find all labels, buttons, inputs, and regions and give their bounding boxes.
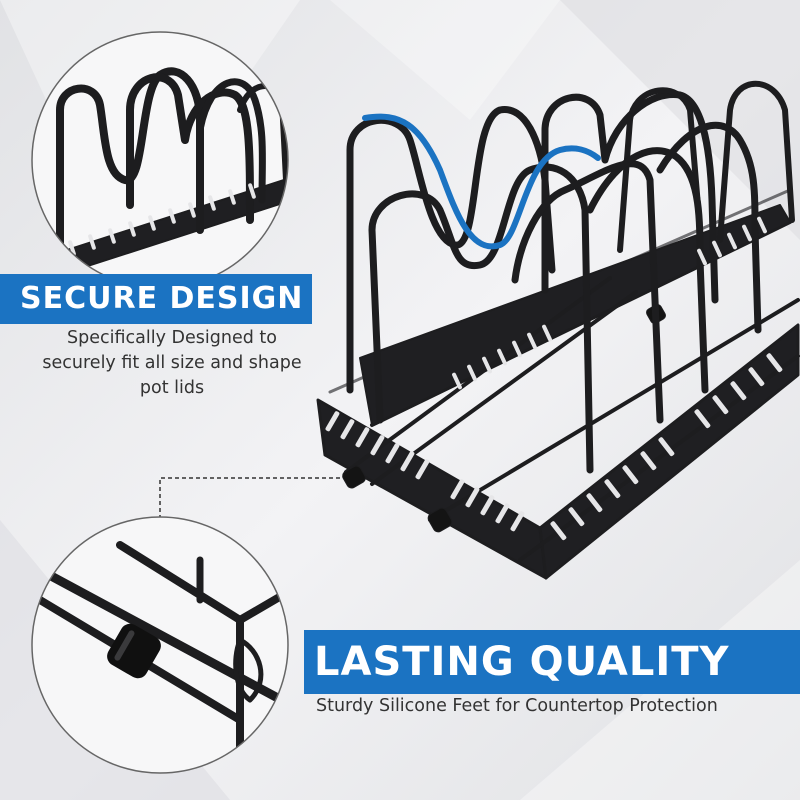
silicone-foot [107,623,161,679]
highlight-wave [362,113,601,250]
zoom-circle-bottom [31,516,289,774]
lasting-banner [304,630,800,694]
background-facet [330,0,560,120]
secure-design-title: SECURE DESIGN [20,281,304,316]
secure-banner [0,274,312,324]
zoom-circle-top [31,31,289,289]
rail-slots [325,216,783,541]
lasting-quality-title: LASTING QUALITY [314,639,730,685]
dashed-connector [159,477,340,542]
background-facet [560,0,800,240]
lasting-quality-description: Sturdy Silicone Feet for Countertop Prot… [316,696,718,716]
secure-design-description: Specifically Designed to securely fit al… [42,328,302,398]
